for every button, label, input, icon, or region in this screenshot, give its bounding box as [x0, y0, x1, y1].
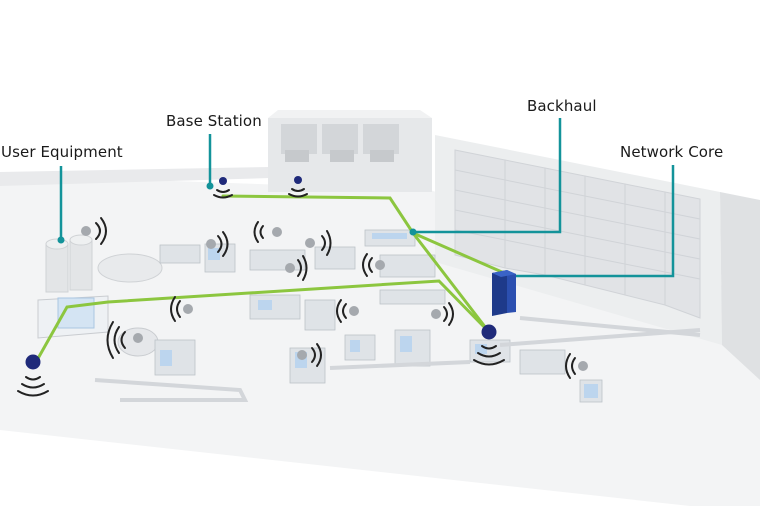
- callout-dot-ue: [57, 236, 65, 244]
- conveyor-lines: [94, 316, 701, 402]
- server-rack-icon: [492, 270, 516, 316]
- device-node-icon: [81, 226, 588, 371]
- network-links: [34, 194, 513, 364]
- callout-dot-bs: [206, 182, 214, 190]
- left-wall: [0, 167, 270, 186]
- label-user-equipment: User Equipment: [1, 143, 123, 161]
- label-network-core: Network Core: [620, 143, 724, 161]
- office-block: [268, 110, 432, 192]
- callout-dot-backhaul: [409, 228, 417, 236]
- label-base-station: Base Station: [166, 112, 262, 130]
- silos: [45, 234, 163, 293]
- network-node-icon: [25, 176, 497, 370]
- production-machines: [154, 229, 603, 403]
- callout-lines: [59, 118, 675, 278]
- label-backhaul: Backhaul: [527, 97, 597, 115]
- right-wall: [720, 192, 760, 380]
- wireless-signal-icon: [17, 188, 576, 397]
